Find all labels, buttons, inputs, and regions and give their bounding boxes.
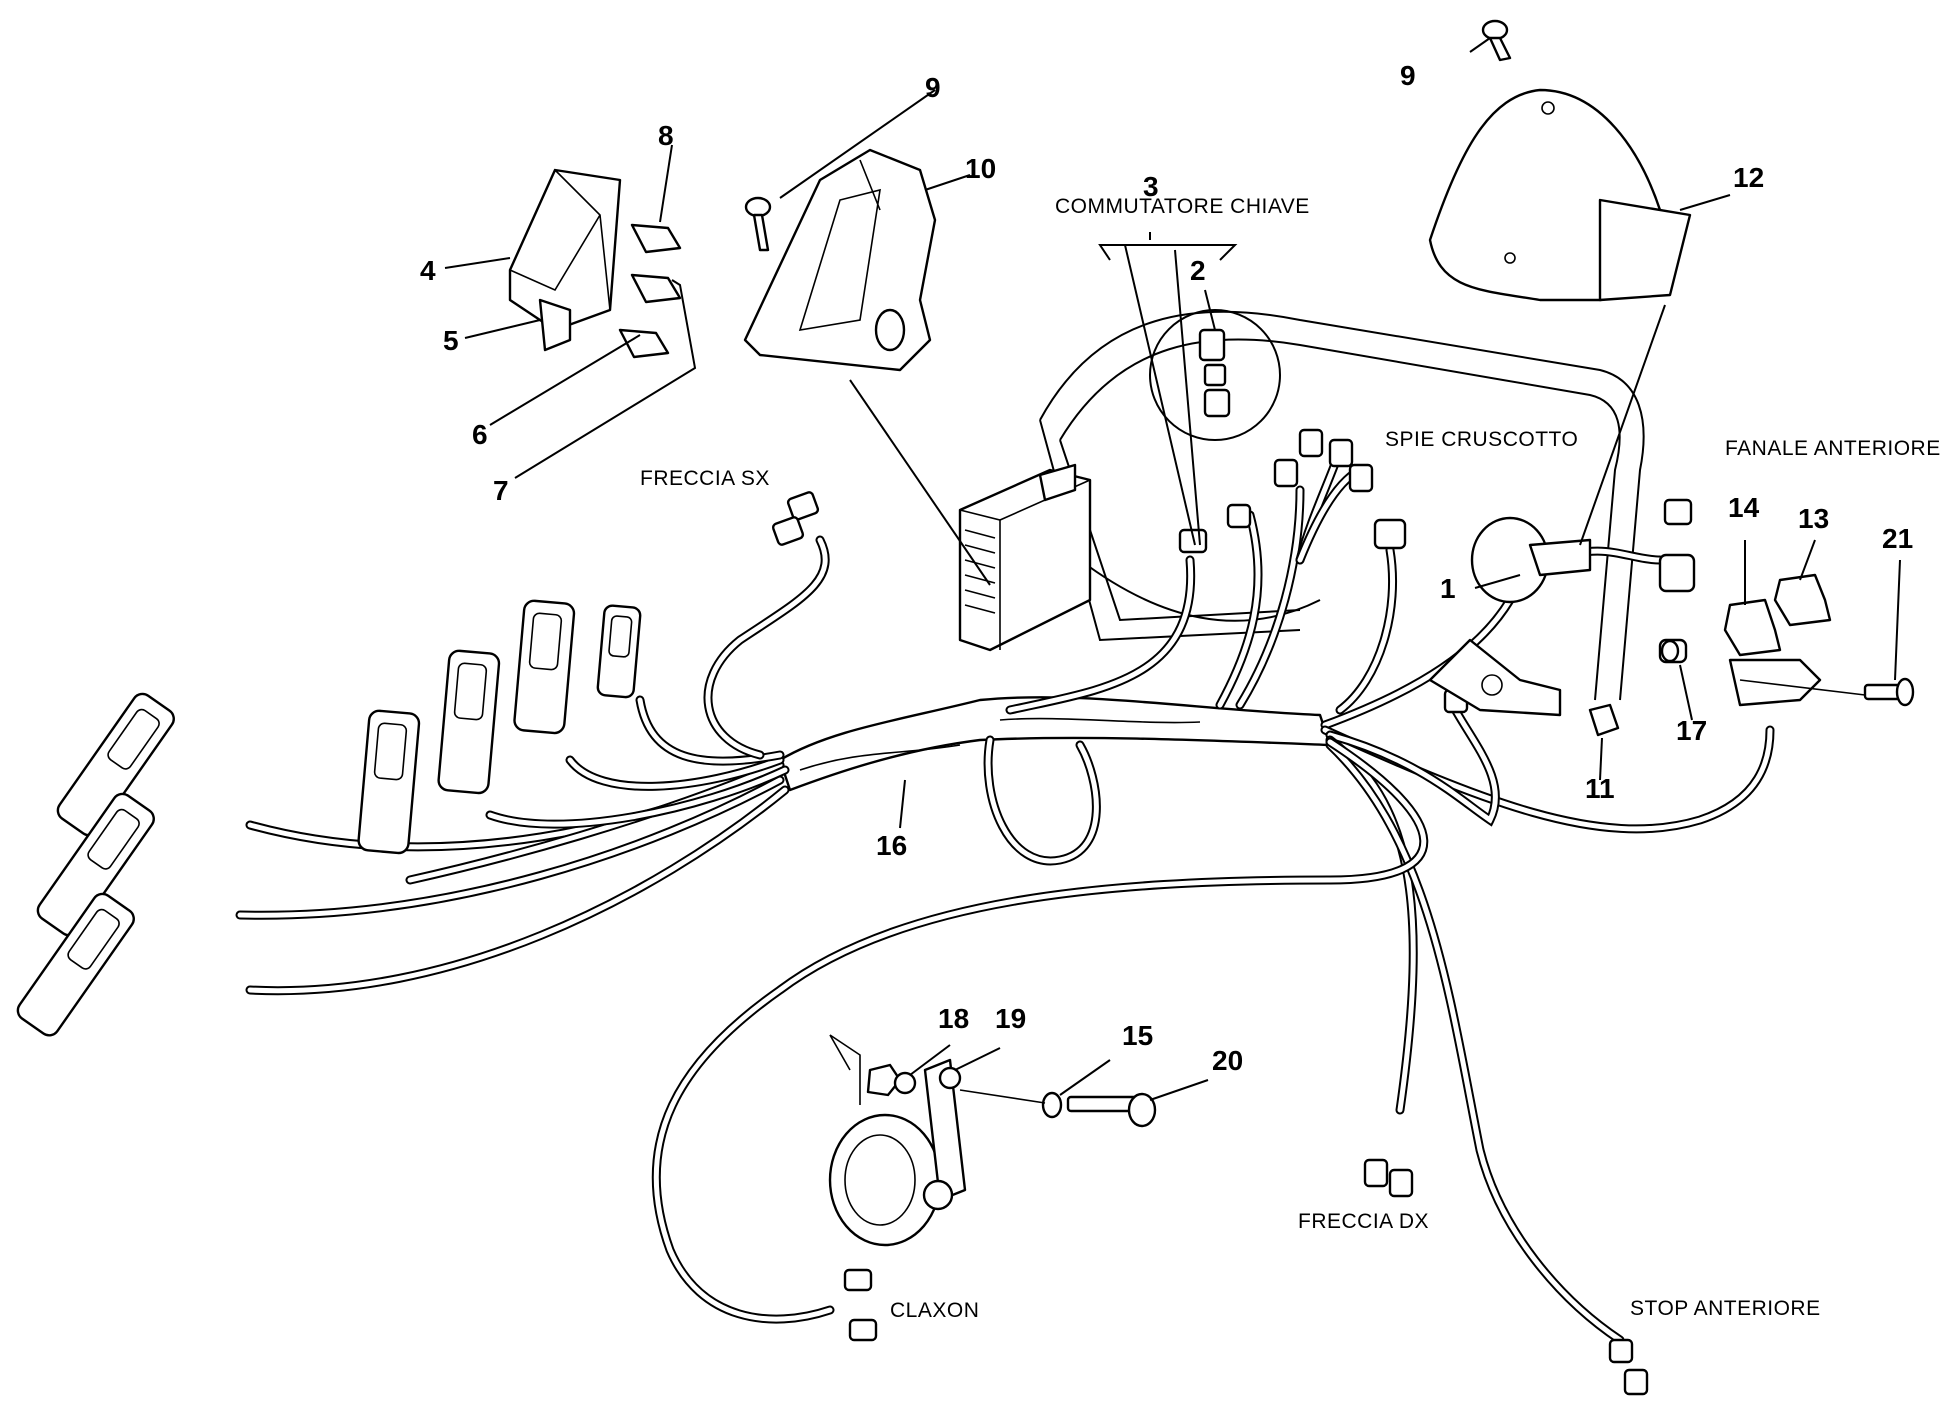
label-spie-cruscotto: SPIE CRUSCOTTO [1385, 428, 1578, 451]
label-claxon: CLAXON [890, 1299, 979, 1322]
callout-10: 10 [965, 153, 996, 184]
callout-7: 7 [493, 475, 509, 506]
callout-12: 12 [1733, 162, 1764, 193]
screw-9-left [744, 196, 772, 252]
callout-17: 17 [1676, 715, 1707, 746]
callout-18: 18 [938, 1003, 969, 1034]
callout-15: 15 [1122, 1020, 1153, 1051]
screw-9-right [1481, 19, 1512, 62]
dashboard-cover-12 [1428, 88, 1692, 302]
callout-21: 21 [1882, 523, 1913, 554]
callout-4: 4 [420, 255, 436, 286]
bracket-10 [743, 148, 937, 372]
callout-3: 3 [1143, 171, 1159, 202]
callout-5: 5 [443, 325, 459, 356]
callout-1: 1 [1440, 573, 1456, 604]
headlight-parts [1588, 573, 1915, 737]
horn-assembly [828, 1034, 1157, 1247]
label-stop-anteriore: STOP ANTERIORE [1630, 1297, 1821, 1320]
label-freccia-sx: FRECCIA SX [640, 467, 770, 490]
connector-group-left [16, 599, 642, 1037]
frame-outline [1039, 310, 1645, 701]
part-1 [1428, 516, 1592, 717]
callout-9-right: 9 [1400, 60, 1416, 91]
callout-13: 13 [1798, 503, 1829, 534]
callout-14: 14 [1728, 492, 1760, 523]
callout-6: 6 [472, 419, 488, 450]
fuse-box [508, 168, 682, 359]
label-commutatore-chiave: COMMUTATORE CHIAVE [1055, 195, 1310, 218]
label-freccia-dx: FRECCIA DX [1298, 1210, 1429, 1233]
control-unit-box [958, 463, 1092, 652]
key-switch-detail [1149, 309, 1281, 441]
callout-16: 16 [876, 830, 907, 861]
callout-20: 20 [1212, 1045, 1243, 1076]
callout-19: 19 [995, 1003, 1026, 1034]
text-labels: COMMUTATORE CHIAVE SPIE CRUSCOTTO FANALE… [640, 195, 1941, 1322]
small-connectors [771, 428, 1696, 1396]
label-fanale-anteriore: FANALE ANTERIORE [1725, 437, 1941, 460]
wiring-harness [235, 445, 1775, 1345]
callout-9-left: 9 [925, 72, 941, 103]
callout-2: 2 [1190, 255, 1206, 286]
callout-numbers: 1 2 3 4 5 6 7 8 9 9 10 11 12 13 14 15 16… [420, 60, 1913, 1076]
leader-lines [444, 37, 1901, 1101]
screw-21 [1739, 677, 1915, 707]
callout-11: 11 [1585, 773, 1615, 804]
callout-8: 8 [658, 120, 674, 151]
